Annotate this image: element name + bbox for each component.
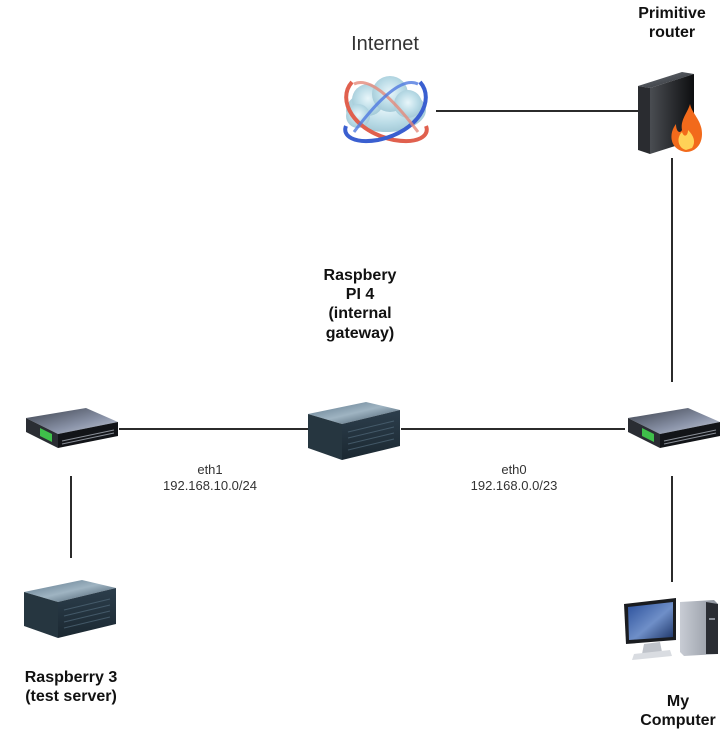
router-node[interactable] <box>632 64 708 156</box>
switch-right-node[interactable] <box>624 404 720 454</box>
pi3-node[interactable] <box>22 574 118 640</box>
link-internet-router <box>436 110 642 112</box>
network-switch-icon <box>26 408 118 448</box>
link-router-switch-right <box>671 158 673 382</box>
eth1-label: eth1 192.168.10.0/24 <box>163 462 257 493</box>
pi4-node[interactable] <box>306 396 402 462</box>
eth0-label: eth0 192.168.0.0/23 <box>470 462 558 493</box>
router-label: Primitive router <box>638 5 706 42</box>
network-switch-icon <box>628 408 720 448</box>
firewall-router-icon <box>638 72 702 154</box>
desktop-computer-icon <box>624 598 718 660</box>
link-switch-right-computer <box>671 476 673 582</box>
link-switch-left-pi3 <box>70 476 72 558</box>
link-switch-left-pi4 <box>119 428 308 430</box>
my-computer-node[interactable] <box>622 596 720 666</box>
pi4-label: Raspbery PI 4 (internal gateway) <box>323 267 397 342</box>
link-pi4-switch-right <box>401 428 625 430</box>
my-computer-label: My Computer <box>640 693 716 730</box>
server-icon <box>24 580 116 638</box>
server-icon <box>308 402 400 460</box>
cloud-globe-icon <box>343 76 429 143</box>
internet-node[interactable] <box>334 70 438 146</box>
switch-left-node[interactable] <box>22 404 120 454</box>
pi3-label: Raspberry 3 (test server) <box>24 669 118 706</box>
internet-label: Internet <box>351 33 419 55</box>
